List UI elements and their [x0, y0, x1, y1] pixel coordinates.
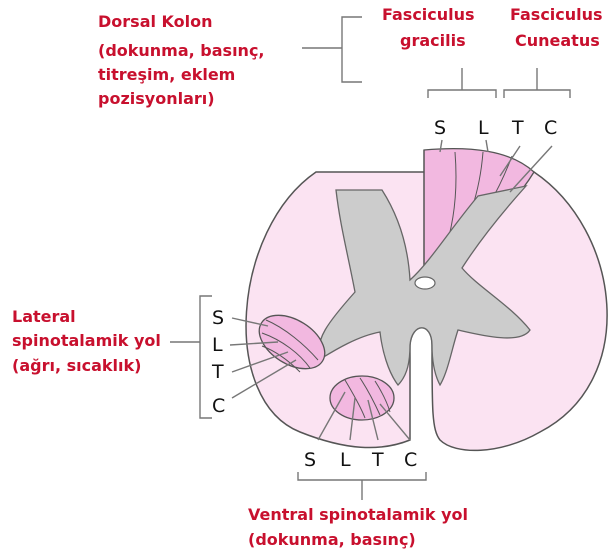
ventral-letter-l: L: [340, 449, 351, 471]
ventral-letter-s: S: [304, 449, 316, 471]
lateral-letters: S L T C: [211, 307, 225, 417]
ventral-spinotalamik-label: Ventral spinotalamik yol (dokunma, basın…: [248, 505, 474, 549]
lateral-letter-l: L: [212, 334, 223, 356]
dorsal-letter-t: T: [511, 117, 524, 139]
dorsal-letter-s: S: [434, 117, 446, 139]
dorsal-kolon-label: Dorsal Kolon (dokunma, basınç, titreşim,…: [98, 12, 270, 108]
ventral-letter-t: T: [371, 449, 384, 471]
lateral-letter-s: S: [212, 307, 224, 329]
central-canal: [415, 277, 435, 289]
fasciculus-gracilis-label: Fasciculus gracilis: [382, 5, 480, 50]
ventral-letter-c: C: [404, 449, 417, 471]
dorsal-letter-c: C: [544, 117, 557, 139]
dorsal-letter-l: L: [478, 117, 489, 139]
lateral-spinotalamik-label: Lateral spinotalamik yol (ağrı, sıcaklık…: [12, 307, 166, 375]
fasciculus-cuneatus-label: Fasciculus Cuneatus: [510, 5, 608, 50]
ventral-letters: S L T C: [304, 449, 417, 471]
lateral-letter-t: T: [211, 361, 224, 383]
dorsal-letters: S L T C: [434, 117, 557, 139]
lateral-letter-c: C: [212, 395, 225, 417]
